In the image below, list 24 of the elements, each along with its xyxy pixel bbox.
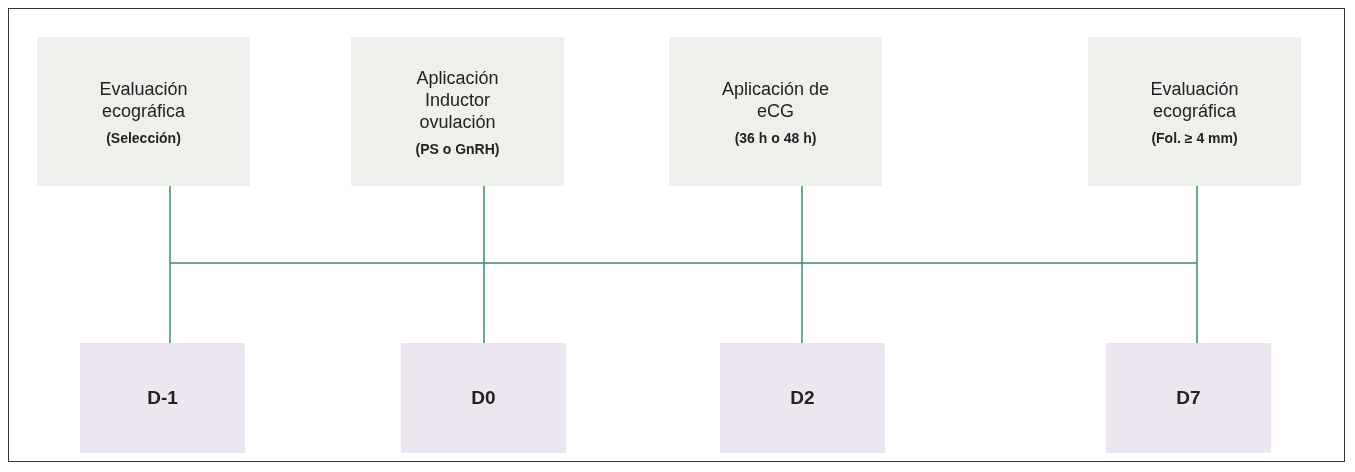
step-box <box>37 37 250 186</box>
day-box <box>80 343 245 453</box>
connector-line <box>169 185 171 344</box>
step-detail: (Fol. ≥ 4 mm) <box>1151 129 1238 146</box>
connector-line <box>801 185 803 344</box>
step-label: Evaluación ecográfica <box>1149 77 1240 122</box>
step-detail: (PS o GnRH) <box>415 140 500 157</box>
step-box <box>669 37 882 186</box>
connector-line <box>1196 185 1198 344</box>
day-label: D-1 <box>147 387 178 409</box>
step-box <box>1088 37 1301 186</box>
step-label: Aplicación Inductor ovulación <box>415 66 500 133</box>
step-box <box>351 37 564 186</box>
connector-line <box>483 185 485 344</box>
step-detail: (36 h o 48 h) <box>734 129 817 146</box>
day-box <box>401 343 566 453</box>
step-detail: (Selección) <box>106 129 181 146</box>
step-label: Evaluación ecográfica <box>98 77 189 122</box>
day-label: D7 <box>1176 387 1201 409</box>
day-label: D0 <box>471 387 496 409</box>
day-box <box>1106 343 1271 453</box>
day-box <box>720 343 885 453</box>
step-label: Aplicación de eCG <box>720 77 831 122</box>
day-label: D2 <box>790 387 815 409</box>
